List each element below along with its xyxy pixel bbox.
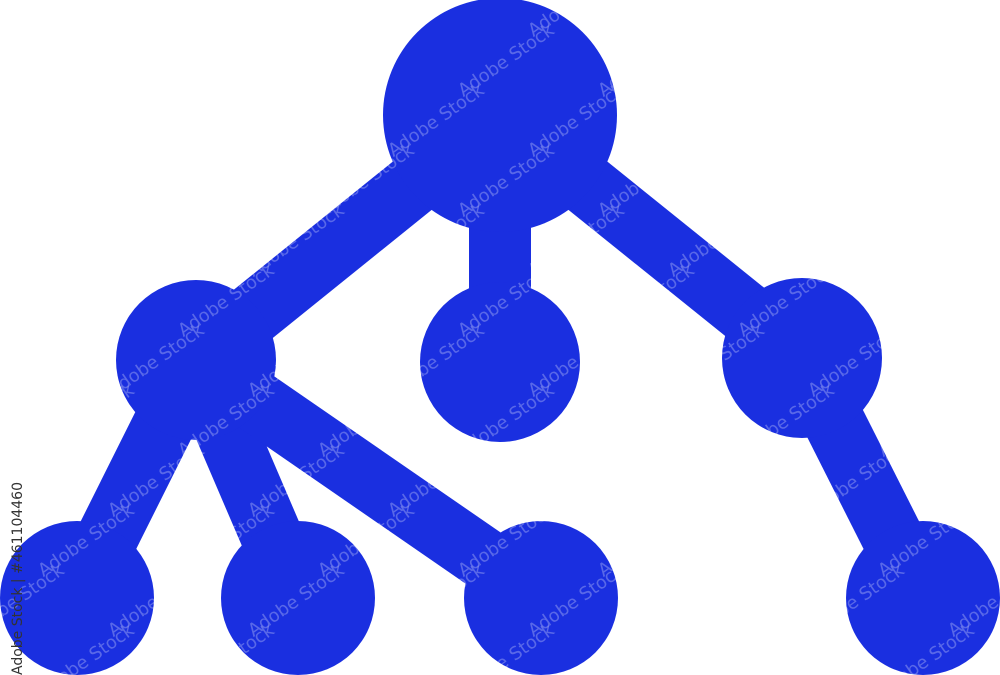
tree-node-leaf-4 (846, 521, 1000, 675)
tree-node-center-mid (420, 282, 580, 442)
tree-node-root (383, 0, 617, 232)
tree-node-leaf-3 (464, 521, 618, 675)
tree-node-left-mid (116, 280, 276, 440)
tree-node-leaf-2 (221, 521, 375, 675)
stock-id-label: Adobe Stock | #461104460 (10, 482, 26, 675)
tree-node-right-mid (722, 278, 882, 438)
tree-node-leaf-1 (0, 521, 154, 675)
